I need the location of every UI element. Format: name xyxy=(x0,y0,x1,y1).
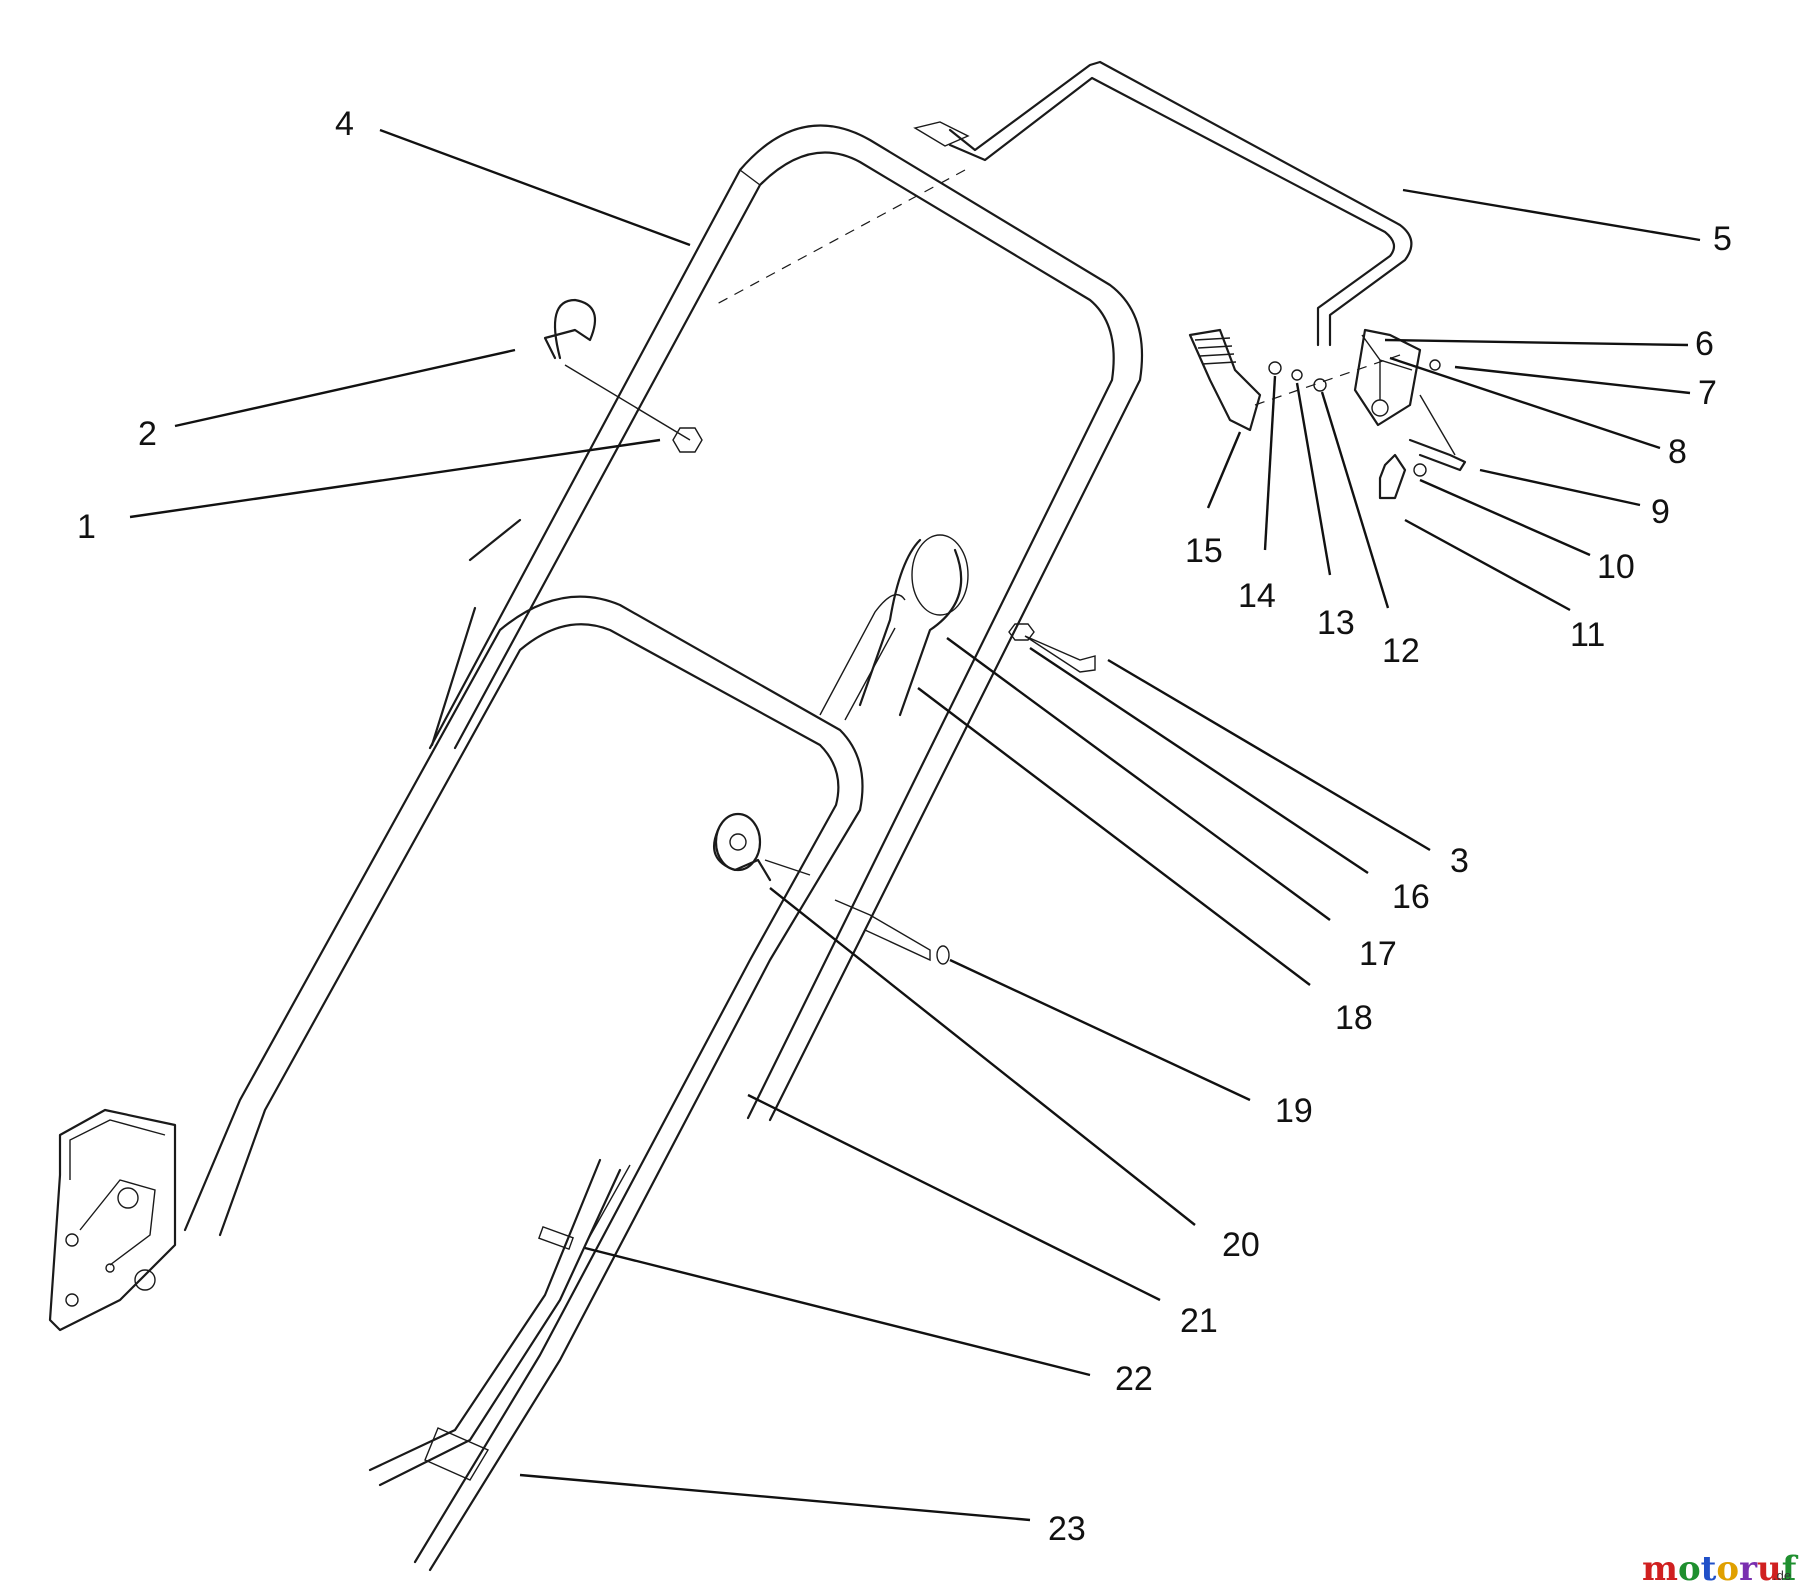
watermark-letter: r xyxy=(1739,1549,1758,1589)
callout-10: 10 xyxy=(1597,548,1635,586)
callout-16: 16 xyxy=(1392,878,1430,916)
callout-2: 2 xyxy=(138,415,157,453)
mounting-bracket xyxy=(48,1108,177,1332)
watermark-letter: t xyxy=(1701,1549,1717,1589)
callout-6: 6 xyxy=(1695,325,1714,363)
callout-3: 3 xyxy=(1450,842,1469,880)
callout-14: 14 xyxy=(1238,577,1276,615)
lower-handle xyxy=(183,518,864,1572)
callout-1: 1 xyxy=(77,508,96,546)
callout-5: 5 xyxy=(1713,220,1732,258)
watermark-letter: f xyxy=(1782,1549,1799,1589)
actuator-assembly xyxy=(1188,328,1467,500)
watermark-logo: motoruf .de xyxy=(1642,1549,1799,1589)
small-hardware xyxy=(543,298,1096,965)
callout-18: 18 xyxy=(1335,999,1373,1037)
cable-guide xyxy=(819,534,969,721)
callout-15: 15 xyxy=(1185,532,1223,570)
callout-21: 21 xyxy=(1180,1302,1218,1340)
callout-13: 13 xyxy=(1317,604,1355,642)
callout-20: 20 xyxy=(1222,1226,1260,1264)
handle-knob xyxy=(713,812,772,882)
callout-11: 11 xyxy=(1570,616,1605,654)
callout-7: 7 xyxy=(1698,374,1717,412)
watermark-letter: o xyxy=(1716,1549,1739,1589)
control-bail xyxy=(714,60,1413,347)
callout-labels: 4 5 2 1 6 7 8 9 10 11 12 13 14 15 3 16 1… xyxy=(77,105,1732,1548)
svg-text:motoruf: motoruf xyxy=(1642,1549,1799,1589)
leader-lines xyxy=(129,128,1701,1522)
callout-22: 22 xyxy=(1115,1360,1153,1398)
callout-19: 19 xyxy=(1275,1092,1313,1130)
callout-23: 23 xyxy=(1048,1510,1086,1548)
callout-17: 17 xyxy=(1359,935,1397,973)
watermark-suffix: .de xyxy=(1773,1568,1791,1583)
callout-8: 8 xyxy=(1668,433,1687,471)
watermark-letter: o xyxy=(1678,1549,1701,1589)
callout-9: 9 xyxy=(1651,493,1670,531)
upper-handle xyxy=(428,124,1144,1122)
watermark-letter: u xyxy=(1757,1549,1782,1589)
watermark-letter: m xyxy=(1642,1549,1678,1589)
control-cable xyxy=(368,1158,631,1487)
callout-12: 12 xyxy=(1382,632,1420,670)
callout-4: 4 xyxy=(335,105,354,143)
